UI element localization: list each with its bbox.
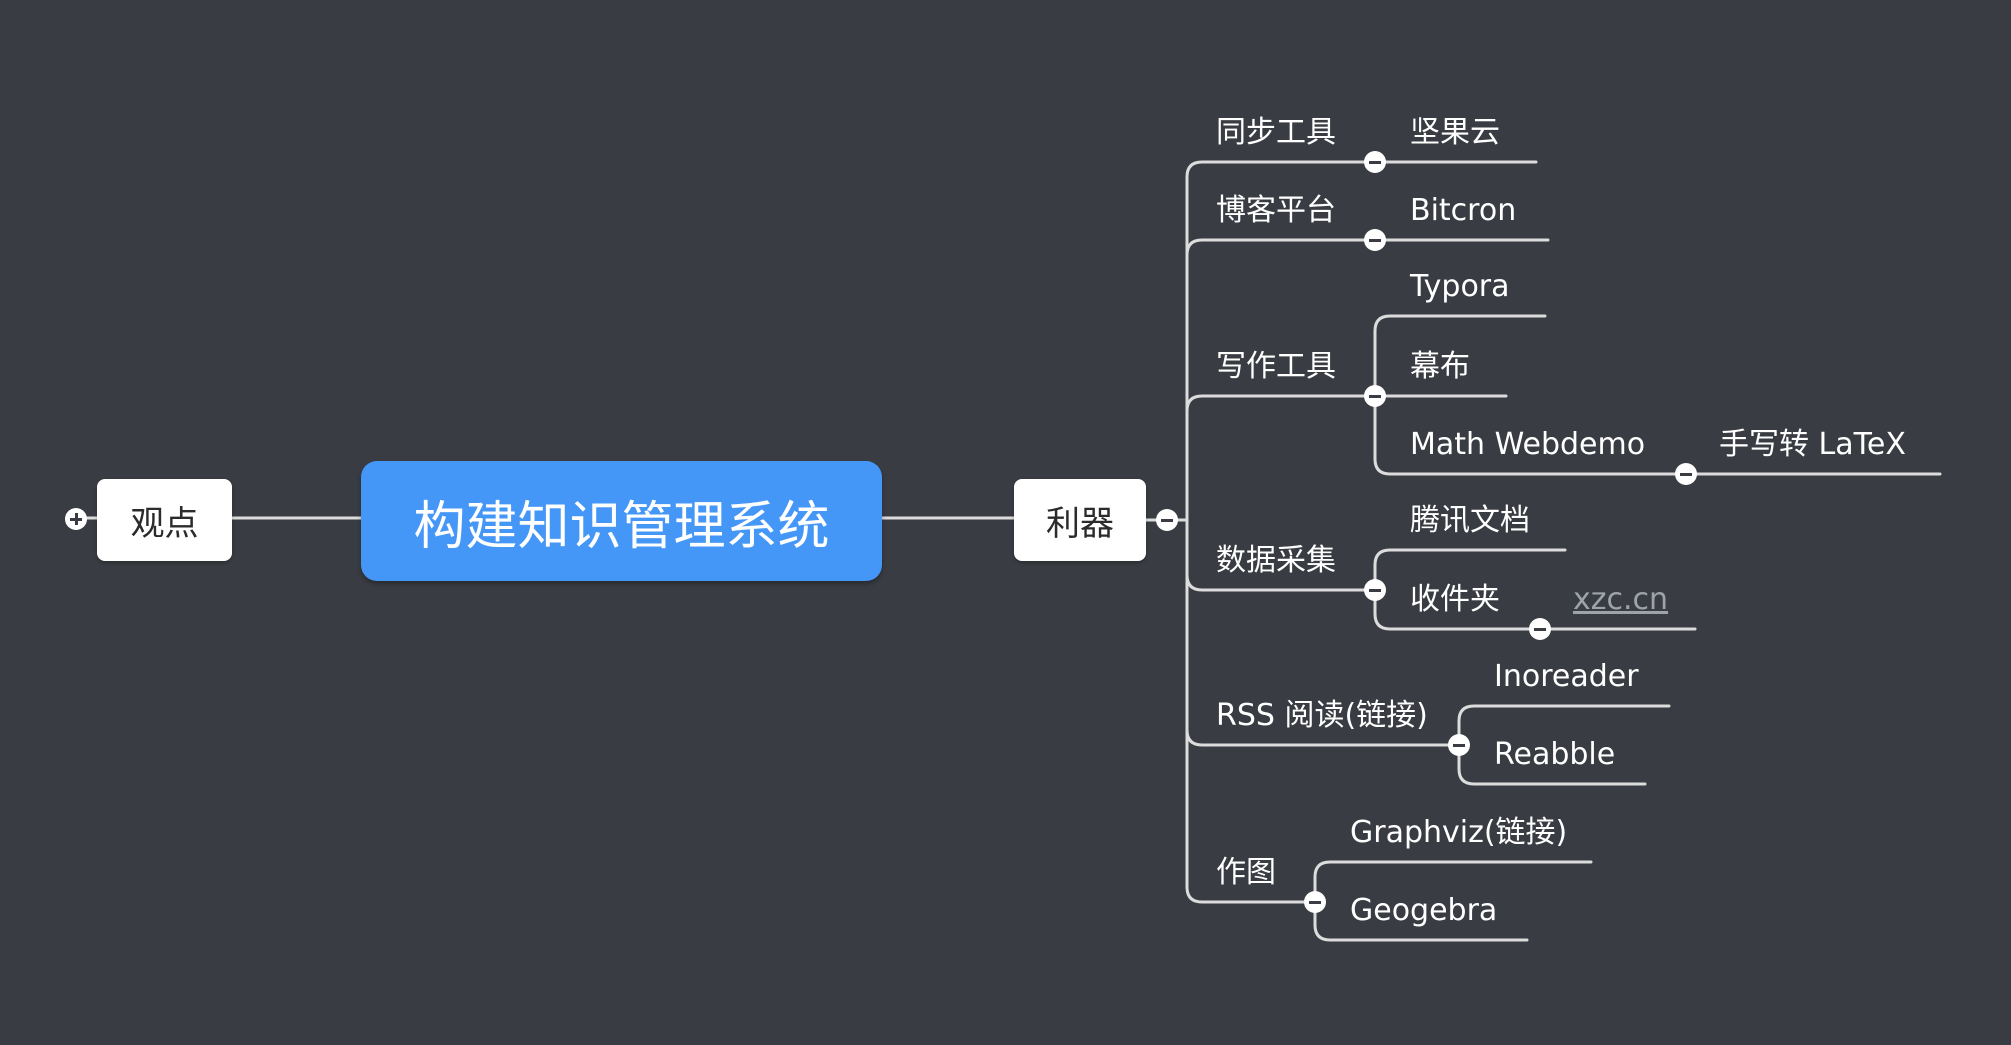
connector-trunk-top: [1185, 160, 1204, 179]
node-left-label: 观点: [130, 503, 199, 544]
node-reabble-label[interactable]: Reabble: [1494, 737, 1616, 772]
branch-sync-label[interactable]: 同步工具: [1216, 115, 1336, 150]
minus-circle-icon[interactable]: [1675, 463, 1697, 485]
bracket-writing: [1373, 314, 1547, 398]
branch-draw-label[interactable]: 作图: [1216, 855, 1276, 890]
node-math-webdemo-label[interactable]: Math Webdemo: [1410, 427, 1646, 462]
connector-trunk-bottom: [1185, 885, 1204, 904]
plus-circle-icon[interactable]: [65, 508, 87, 530]
node-left[interactable]: 观点: [97, 479, 232, 561]
node-tencent-docs-label[interactable]: 腾讯文档: [1410, 503, 1530, 538]
node-latex-label[interactable]: 手写转 LaTeX: [1719, 427, 1906, 462]
minus-circle-icon[interactable]: [1364, 385, 1386, 407]
branch-writing-label[interactable]: 写作工具: [1216, 349, 1336, 384]
minus-circle-icon[interactable]: [1448, 734, 1470, 756]
node-graphviz-label[interactable]: Graphviz(链接): [1350, 815, 1568, 850]
node-bitcron-label[interactable]: Bitcron: [1410, 193, 1517, 228]
node-jianguoyun-label[interactable]: 坚果云: [1410, 115, 1500, 150]
branch-data-label[interactable]: 数据采集: [1216, 543, 1336, 578]
minus-circle-icon[interactable]: [1364, 229, 1386, 251]
bracket-rss: [1457, 704, 1671, 747]
bracket-draw-geogebra: [1313, 900, 1529, 942]
node-right-label: 利器: [1046, 503, 1114, 544]
minus-circle-icon[interactable]: [1364, 151, 1386, 173]
minus-circle-icon[interactable]: [1304, 891, 1326, 913]
underline-branch-data: [1185, 573, 1377, 592]
node-typora-label[interactable]: Typora: [1410, 269, 1510, 304]
bracket-data: [1373, 548, 1567, 592]
node-inoreader-label[interactable]: Inoreader: [1494, 659, 1639, 694]
branch-rss-label[interactable]: RSS 阅读(链接): [1216, 698, 1428, 733]
node-xzc-link[interactable]: xzc.cn: [1573, 582, 1669, 617]
minus-circle-icon[interactable]: [1156, 509, 1178, 531]
bracket-data-inbox: [1373, 588, 1542, 631]
underline-branch-writing: [1185, 394, 1377, 413]
minus-circle-icon[interactable]: [1529, 618, 1551, 640]
bracket-writing-math: [1373, 394, 1688, 476]
root-node-label: 构建知识管理系统: [413, 496, 830, 557]
root-node[interactable]: 构建知识管理系统: [361, 461, 882, 581]
bracket-draw: [1313, 860, 1593, 904]
node-right[interactable]: 利器: [1014, 479, 1146, 561]
bracket-rss-reabble: [1457, 743, 1647, 786]
node-inbox-label[interactable]: 收件夹: [1410, 582, 1500, 617]
node-mubu-label[interactable]: 幕布: [1410, 349, 1470, 384]
minus-circle-icon[interactable]: [1364, 579, 1386, 601]
underline-branch-blog: [1185, 238, 1377, 257]
underline-branch-rss: [1185, 728, 1461, 747]
node-geogebra-label[interactable]: Geogebra: [1350, 893, 1498, 928]
branch-blog-label[interactable]: 博客平台: [1216, 193, 1336, 228]
